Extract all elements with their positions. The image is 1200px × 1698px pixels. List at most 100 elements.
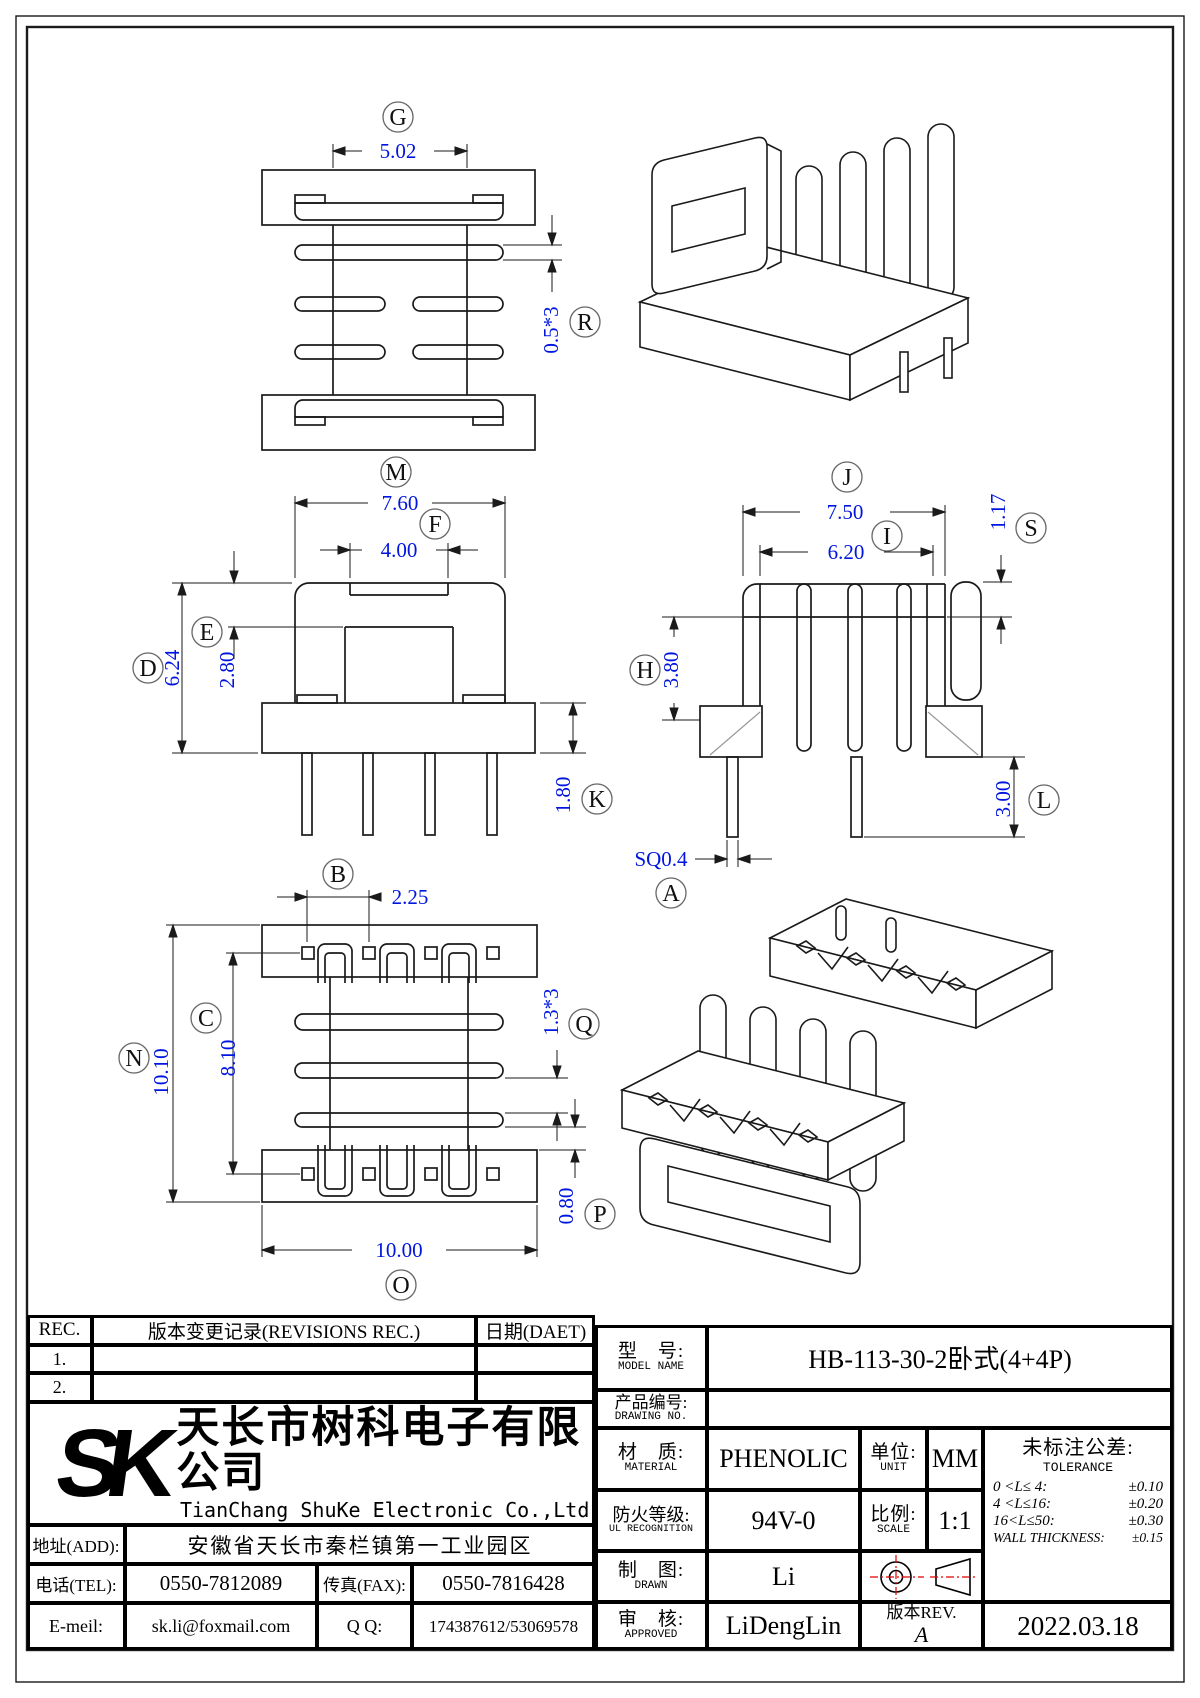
- dim-H-value: 3.80: [659, 652, 683, 689]
- scale-label-en: SCALE: [876, 1523, 910, 1536]
- view-side: [699, 581, 983, 838]
- tolerance-value: ±0.20: [1128, 1495, 1163, 1512]
- unit-value: MM: [927, 1428, 983, 1490]
- drawn-label-cn: 制 图:: [617, 1559, 685, 1581]
- revision-row-1-no: 1.: [27, 1345, 92, 1373]
- dim-J-value: 7.50: [827, 500, 864, 524]
- model-label-cn: 型 号:: [617, 1340, 685, 1362]
- dim-A-value: SQ0.4: [634, 847, 688, 871]
- iso-view-1: [637, 123, 971, 402]
- dim-L-value: 3.00: [991, 781, 1015, 818]
- approved-label: 审 核: APPROVED: [595, 1602, 707, 1650]
- address-value: 安徽省天长市秦栏镇第一工业园区: [125, 1525, 595, 1564]
- sheet-border: [15, 15, 1185, 1683]
- tolerance-title-cn: 未标注公差:: [1022, 1437, 1134, 1459]
- tolerance-cell: 未标注公差: TOLERANCE 0 <L≤ 4: ±0.10 4 <L≤16:…: [983, 1428, 1173, 1602]
- dim-G-value: 5.02: [380, 139, 417, 163]
- revisions-col-rec: REC.: [27, 1315, 92, 1345]
- balloon-B: B: [330, 862, 346, 888]
- unit-label-en: UNIT: [880, 1462, 907, 1475]
- dim-S-value: 1.17: [986, 494, 1010, 531]
- first-angle-projection-icon: [869, 1554, 976, 1599]
- balloon-C: C: [198, 1006, 214, 1032]
- dimension-values: 5.02 0.5*3 7.60 4.00 2.80 6.24 1.80 7.50…: [149, 139, 1015, 1262]
- model-label: 型 号: MODEL NAME: [595, 1325, 707, 1390]
- projection-symbol-cell: [860, 1551, 983, 1602]
- qq-value: 174387612/53069578: [412, 1603, 595, 1650]
- balloon-E: E: [200, 620, 215, 646]
- dim-M-value: 7.60: [382, 491, 419, 515]
- tolerance-value: ±0.30: [1128, 1512, 1163, 1529]
- balloon-P: P: [593, 1202, 606, 1228]
- scale-value: 1:1: [927, 1490, 983, 1551]
- view-bottom-dimensions: [166, 890, 586, 1257]
- dim-K-value: 1.80: [551, 777, 575, 814]
- tel-label: 电话(TEL):: [27, 1564, 125, 1603]
- tolerance-row: 4 <L≤16: ±0.20: [993, 1496, 1163, 1513]
- drawing-no-label: 产品编号: DRAWING NO.: [595, 1390, 707, 1428]
- view-side-dimensions: [662, 505, 1025, 867]
- balloon-M: M: [385, 460, 406, 486]
- revision-row-2-date: [476, 1373, 595, 1402]
- dim-E-value: 2.80: [215, 652, 239, 689]
- revision-row-2-record: [92, 1373, 476, 1402]
- drawing-no-label-cn: 产品编号:: [614, 1393, 688, 1413]
- email-label: E-meil:: [27, 1603, 125, 1650]
- dim-P-value: 0.80: [554, 1188, 578, 1225]
- iso-view-2: [619, 898, 1055, 1275]
- model-label-en: MODEL NAME: [617, 1360, 684, 1373]
- balloon-letters: G R M F E D K J I S H L A B C N Q P O: [125, 105, 1051, 1299]
- dim-O-value: 10.00: [375, 1238, 422, 1262]
- dim-C-value: 8.10: [216, 1040, 240, 1077]
- revision-cell: 版本REV. A: [860, 1602, 983, 1650]
- company-cell: SK 天长市树科电子有限公司 TianChang ShuKe Electroni…: [27, 1402, 595, 1525]
- approved-label-cn: 审 核:: [617, 1609, 685, 1631]
- revision-row-2-no: 2.: [27, 1373, 92, 1402]
- material-value: PHENOLIC: [707, 1428, 860, 1490]
- revision-row-1-date: [476, 1345, 595, 1373]
- dim-R-value: 0.5*3: [539, 306, 563, 353]
- unit-label-cn: 单位:: [870, 1442, 917, 1464]
- view-top-dimensions: [331, 144, 562, 292]
- tolerance-row: 0 <L≤ 4: ±0.10: [993, 1479, 1163, 1496]
- dim-B-value: 2.25: [392, 885, 429, 909]
- material-label-cn: 材 质:: [617, 1442, 685, 1464]
- tolerance-row-wall: WALL THICKNESS: ±0.15: [993, 1530, 1163, 1546]
- balloon-N: N: [125, 1046, 142, 1072]
- scale-label-cn: 比例:: [870, 1503, 917, 1525]
- balloon-I: I: [883, 524, 891, 550]
- dim-I-value: 6.20: [828, 540, 865, 564]
- qq-label: Q Q:: [317, 1603, 412, 1650]
- balloon-S: S: [1024, 516, 1037, 542]
- dim-F-value: 4.00: [381, 538, 418, 562]
- date-value: 2022.03.18: [983, 1602, 1173, 1650]
- company-name-cn: 天长市树科电子有限公司: [176, 1404, 582, 1497]
- fax-value: 0550-7816428: [412, 1564, 595, 1603]
- material-label-en: MATERIAL: [624, 1462, 678, 1475]
- revision-row-1-record: [92, 1345, 476, 1373]
- model-value: HB-113-30-2卧式(4+4P): [707, 1325, 1173, 1390]
- tolerance-row: 16<L≤50: ±0.30: [993, 1513, 1163, 1530]
- tolerance-range: WALL THICKNESS:: [993, 1529, 1105, 1545]
- drawn-value: Li: [707, 1551, 860, 1602]
- company-logo: SK: [49, 1409, 170, 1517]
- balloon-R: R: [577, 310, 593, 336]
- tolerance-range: 0 <L≤ 4:: [993, 1478, 1048, 1495]
- view-front-dimensions: [172, 496, 586, 755]
- dim-Q-value: 1.3*3: [539, 988, 563, 1035]
- scale-label: 比例: SCALE: [860, 1490, 927, 1551]
- drawing-no-label-en: DRAWING NO.: [614, 1411, 688, 1424]
- balloon-O: O: [392, 1273, 409, 1299]
- approved-value: LiDengLin: [707, 1602, 860, 1650]
- balloons: [118, 101, 1060, 1301]
- tel-value: 0550-7812089: [125, 1564, 317, 1603]
- balloon-G: G: [389, 105, 406, 131]
- balloon-F: F: [428, 512, 441, 538]
- balloon-A: A: [662, 881, 680, 907]
- fire-rating-value: 94V-0: [707, 1490, 860, 1551]
- tolerance-title-en: TOLERANCE: [1042, 1460, 1114, 1475]
- revisions-col-record: 版本变更记录(REVISIONS REC.): [92, 1315, 476, 1345]
- view-bottom: [261, 924, 538, 1203]
